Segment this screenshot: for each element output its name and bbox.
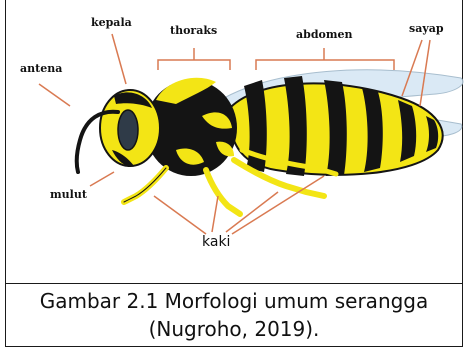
figure-frame: antena kepala thoraks abdomen sayap mulu… xyxy=(5,0,463,347)
thoraks-bracket xyxy=(158,60,230,70)
caption-divider xyxy=(6,283,462,284)
caption-line-2: (Nugroho, 2019). xyxy=(6,315,462,343)
figure-caption: Gambar 2.1 Morfologi umum serangga (Nugr… xyxy=(6,287,462,343)
label-mulut: mulut xyxy=(50,188,87,201)
kaki-leader-1 xyxy=(154,196,206,234)
label-thoraks: thoraks xyxy=(170,24,217,37)
mulut-leader xyxy=(90,172,114,186)
label-sayap: sayap xyxy=(409,22,444,35)
antena-leader xyxy=(39,84,70,106)
abdomen-bracket xyxy=(256,60,394,70)
label-antena: antena xyxy=(20,62,62,75)
label-kaki: kaki xyxy=(202,234,230,250)
wasp-illustration xyxy=(6,0,464,283)
insect-figure: antena kepala thoraks abdomen sayap mulu… xyxy=(6,0,464,283)
label-kepala: kepala xyxy=(91,16,132,29)
kaki-leader-2 xyxy=(212,196,218,232)
label-abdomen: abdomen xyxy=(296,28,352,41)
kepala-leader xyxy=(112,34,126,84)
caption-line-1: Gambar 2.1 Morfologi umum serangga xyxy=(6,287,462,315)
head-body xyxy=(100,90,160,166)
